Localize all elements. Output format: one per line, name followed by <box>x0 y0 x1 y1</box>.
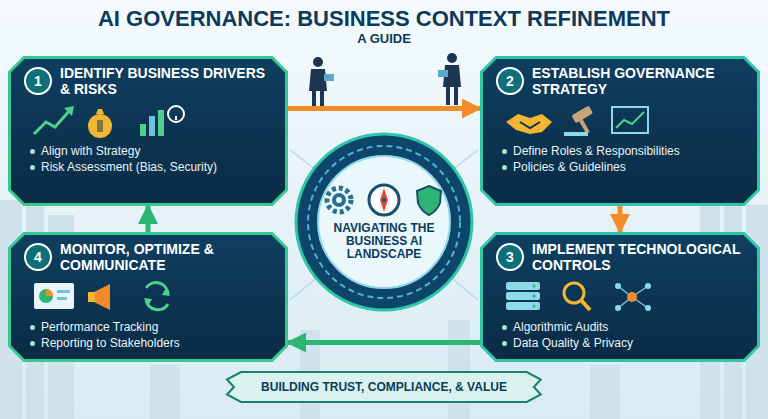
bullet-item: Algorithmic Audits <box>502 320 744 336</box>
node-content: 3 IMPLEMENT TECHNOLOGICAL CONTROLS Algori… <box>496 241 744 351</box>
bullet-text: Algorithmic Audits <box>513 320 608 336</box>
step-number: 1 <box>24 67 52 95</box>
step-number: 4 <box>24 243 52 271</box>
center-text: NAVIGATING THE BUSINESS AI LANDSCAPE <box>328 222 440 262</box>
bullet-text: Data Quality & Privacy <box>513 336 633 352</box>
bullet-dot <box>502 325 507 330</box>
bullet-dot <box>502 149 507 154</box>
people <box>309 53 461 109</box>
panel-shape <box>10 58 287 205</box>
panel-heading: IDENTIFY BUSINESS DRIVERS & RISKS <box>60 65 272 97</box>
panel-header: 1 IDENTIFY BUSINESS DRIVERS & RISKS <box>24 65 272 97</box>
banner-text: BUILDING TRUST, COMPLIANCE, & VALUE <box>261 380 507 394</box>
bullet-dot <box>30 325 35 330</box>
bullet-text: Define Roles & Responsibilities <box>513 144 680 160</box>
step-panel: 2 ESTABLISH GOVERNANCE STRATEGY Define Ro… <box>480 56 760 206</box>
panel-header: 2 ESTABLISH GOVERNANCE STRATEGY <box>496 65 744 97</box>
icon-row <box>502 102 744 140</box>
subtitle: A GUIDE <box>0 31 768 46</box>
icon-row <box>30 102 272 140</box>
step-panel: 1 IDENTIFY BUSINESS DRIVERS & RISKS Align… <box>8 56 288 206</box>
ribbon-banner: BUILDING TRUST, COMPLIANCE, & VALUE <box>227 372 541 402</box>
flow-arrow <box>288 340 480 345</box>
inner-disc <box>318 156 450 288</box>
title: AI GOVERNANCE: BUSINESS CONTEXT REFINEME… <box>0 6 768 32</box>
bullet-text: Reporting to Stakeholders <box>41 336 180 352</box>
bullet-item: Risk Assessment (Bias, Security) <box>30 160 272 176</box>
bullet-item: Align with Strategy <box>30 144 272 160</box>
flow-arrow <box>618 206 623 232</box>
bullet-dot <box>30 165 35 170</box>
driver-icons <box>30 102 190 140</box>
node-content: NAVIGATING THE BUSINESS AI LANDSCAPE <box>294 132 474 312</box>
bullet-item: Data Quality & Privacy <box>502 336 744 352</box>
step-number: 2 <box>496 67 524 95</box>
step-number: 3 <box>496 243 524 271</box>
panel-heading: ESTABLISH GOVERNANCE STRATEGY <box>532 65 744 97</box>
ribbon-shape <box>227 372 541 402</box>
step-panel: 3 IMPLEMENT TECHNOLOGICAL CONTROLS Algori… <box>480 232 760 362</box>
bullet-item: Performance Tracking <box>30 320 272 336</box>
center-icons <box>319 183 449 217</box>
panel-shape <box>482 58 759 205</box>
node-content: BUILDING TRUST, COMPLIANCE, & VALUE <box>261 372 507 402</box>
icon-row <box>30 278 272 316</box>
bullet-item: Reporting to Stakeholders <box>30 336 272 352</box>
step-panel: 4 MONITOR, OPTIMIZE & COMMUNICATE Perform… <box>8 232 288 362</box>
bullet-text: Risk Assessment (Bias, Security) <box>41 160 217 176</box>
bullet-dot <box>30 341 35 346</box>
icon-row <box>502 278 744 316</box>
control-icons <box>502 278 662 316</box>
node-content: 1 IDENTIFY BUSINESS DRIVERS & RISKS Align… <box>24 65 272 175</box>
bullet-text: Policies & Guidelines <box>513 160 626 176</box>
node-content: 4 MONITOR, OPTIMIZE & COMMUNICATE Perform… <box>24 241 272 351</box>
panel-header: 3 IMPLEMENT TECHNOLOGICAL CONTROLS <box>496 241 744 273</box>
panel-shape <box>482 234 759 361</box>
bullet-dot <box>502 165 507 170</box>
panel-shape <box>10 234 287 361</box>
panel-header: 4 MONITOR, OPTIMIZE & COMMUNICATE <box>24 241 272 273</box>
bullet-text: Align with Strategy <box>41 144 140 160</box>
dashed-ring <box>308 146 460 298</box>
bullet-item: Policies & Guidelines <box>502 160 744 176</box>
panel-heading: IMPLEMENT TECHNOLOGICAL CONTROLS <box>532 241 744 273</box>
monitor-icons <box>30 278 190 316</box>
bullet-dot <box>30 149 35 154</box>
outer-ring <box>296 134 472 310</box>
bullet-item: Define Roles & Responsibilities <box>502 144 744 160</box>
bullet-dot <box>502 341 507 346</box>
center-circle: NAVIGATING THE BUSINESS AI LANDSCAPE <box>294 132 474 312</box>
flow-arrow <box>288 106 480 111</box>
bullet-text: Performance Tracking <box>41 320 158 336</box>
strategy-icons <box>502 102 662 140</box>
node-content: 2 ESTABLISH GOVERNANCE STRATEGY Define Ro… <box>496 65 744 175</box>
flow-arrow <box>146 206 151 232</box>
panel-heading: MONITOR, OPTIMIZE & COMMUNICATE <box>60 241 272 273</box>
